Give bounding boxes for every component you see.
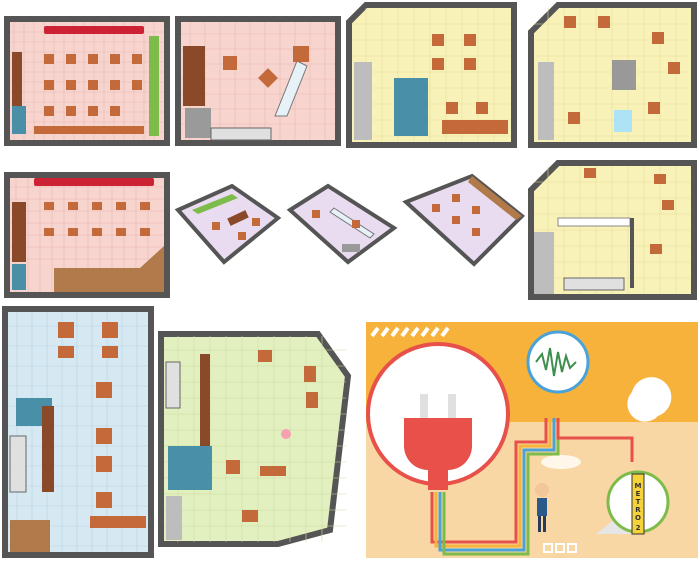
top-seating bbox=[44, 26, 144, 34]
floor-plan-restaurant-11 bbox=[158, 331, 352, 547]
stairs bbox=[538, 62, 554, 140]
floor-plan-restaurant-4 bbox=[528, 2, 697, 148]
bar-counter bbox=[12, 52, 22, 112]
plan-floor bbox=[4, 16, 170, 146]
wood-floor-area bbox=[54, 246, 164, 292]
sound-wave-circle bbox=[526, 330, 590, 394]
bench-seating bbox=[149, 36, 159, 136]
metro-letter-t: T bbox=[636, 498, 641, 506]
kitchen-appliances bbox=[210, 127, 272, 141]
floor-plan-isometric-2 bbox=[286, 183, 398, 265]
restroom-block bbox=[168, 446, 212, 490]
person-figure bbox=[535, 483, 549, 532]
booth-tables bbox=[442, 120, 508, 134]
restroom-area bbox=[12, 106, 26, 134]
restroom-block bbox=[394, 78, 428, 136]
floor-plan-restaurant-3 bbox=[346, 2, 517, 148]
stairs bbox=[354, 62, 372, 140]
floor-plan-isometric-3 bbox=[402, 173, 525, 267]
metro-letter-o: O bbox=[635, 514, 641, 522]
metro-line-number: 2 bbox=[636, 524, 641, 532]
cloud bbox=[627, 377, 672, 422]
metro-sign bbox=[631, 473, 645, 535]
floor-plan-restaurant-9 bbox=[528, 160, 697, 300]
bar-counter bbox=[183, 46, 205, 106]
metro-letter-e: E bbox=[636, 490, 641, 498]
floor-plan-restaurant-2 bbox=[175, 16, 341, 146]
pager-dots bbox=[543, 543, 577, 553]
floor-plan-isometric-1 bbox=[174, 183, 282, 265]
metro-letter-r: R bbox=[635, 506, 641, 514]
metro-letter-m: M bbox=[635, 482, 642, 490]
floor-plan-restaurant-10 bbox=[2, 306, 154, 558]
floor-plan-restaurant-1 bbox=[4, 16, 170, 146]
power-plug-illustration: M E T R O 2 bbox=[366, 322, 698, 558]
plug-red-icon bbox=[404, 418, 472, 470]
central-column bbox=[612, 60, 636, 90]
water-feature bbox=[614, 110, 632, 132]
floor-plan-restaurant-5 bbox=[4, 172, 170, 298]
stairs bbox=[185, 108, 211, 138]
sound-wave-icon bbox=[535, 347, 577, 377]
tables bbox=[34, 54, 144, 134]
service-counter bbox=[274, 60, 308, 117]
